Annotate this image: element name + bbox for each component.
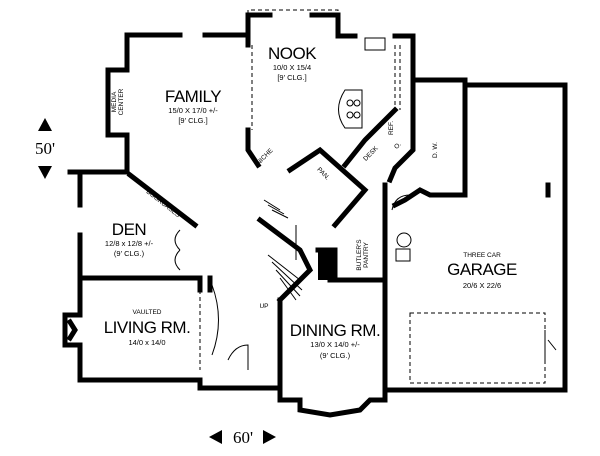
room-name: FAMILY [165,87,221,106]
butlers-pantry-label: PANTRY [363,241,370,267]
room-size: 14/0 x 14/0 [128,338,165,347]
media-center-label: MEDIA [111,91,118,112]
room-size: 13/0 X 14/0 +/- [310,340,360,349]
room-dining: DINING RM. 13/0 X 14/0 +/- (9' CLG.) [290,321,381,360]
room-name: DEN [112,220,146,239]
arrow-down-icon [38,166,52,179]
closet-door [211,284,219,356]
bookcases-label: BOOKCASES [145,188,182,219]
media-center-label: CENTER [118,88,125,115]
width-label: 60' [233,428,253,447]
butlers-pantry-label: BUTLER'S [356,239,363,271]
north-wall [124,12,358,39]
family-nook-wall [245,32,262,169]
arrow-up-icon [38,118,52,131]
fireplace [62,312,83,348]
front-door [227,344,249,370]
room-living: VAULTED LIVING RM. 14/0 x 14/0 [104,309,191,347]
dryer-washer-label: D. W. [432,142,439,158]
arrow-right-icon [263,430,276,444]
pantry-label: PAN. [315,166,330,181]
room-name: DINING RM. [290,321,380,340]
west-wall [77,169,203,383]
sink-icon [364,37,386,51]
kitchen-island [338,89,363,129]
width-dimension: 60' [209,428,276,447]
garage-walls [382,82,568,393]
room-ceiling: [9' CLG.] [277,73,306,82]
room-size: 10/0 X 15/4 [273,63,311,72]
depth-label: 50' [35,139,55,158]
cooktop-icon [346,99,361,119]
room-prefix: VAULTED [132,309,161,316]
arrow-left-icon [209,430,222,444]
room-name: GARAGE [447,260,517,279]
water-heater-icon [396,232,412,248]
room-prefix: THREE CAR [463,252,501,259]
garage-door-outline [409,312,546,384]
den-north-wall [67,157,130,175]
kitchen-counter [394,45,401,110]
dining-wall [277,277,388,418]
room-name: LIVING RM. [104,318,191,337]
room-garage: THREE CAR GARAGE 20/6 X 22/6 [447,252,517,290]
niche-label: NICHE [255,147,275,167]
room-ceiling: [9' CLG.] [178,116,207,125]
entry-wall [197,377,283,391]
room-ceiling: (9' CLG.) [114,249,145,258]
stair-up-label: UP [259,303,268,310]
nook-bay-outline [247,9,339,14]
furnace-icon [395,248,411,262]
chimney-block [318,250,333,280]
room-size: 12/8 x 12/8 +/- [105,239,154,248]
family-west-wall [105,32,130,163]
den-door [174,229,181,271]
oven-label: O. [393,141,403,151]
room-ceiling: (9' CLG.) [320,351,351,360]
garage-door-swing [391,194,411,211]
room-nook: NOOK 10/0 X 15/4 [9' CLG.] [268,44,318,82]
desk-label: DESK [362,145,380,163]
room-size: 15/0 X 17/0 +/- [168,106,218,115]
powder-wall [286,146,369,229]
room-den: DEN 12/8 x 12/8 +/- (9' CLG.) [105,220,154,258]
room-name: NOOK [268,44,317,63]
stair-wall [256,216,314,304]
room-family: FAMILY 15/0 X 17/0 +/- [9' CLG.] [165,87,222,125]
room-size: 20/6 X 22/6 [463,281,501,290]
refrigerator-label: REF. [388,121,395,135]
kitchen-east-wall [386,33,416,184]
den-door-post [197,275,213,293]
garage-door-track [544,330,557,360]
bookcase-wall [126,171,199,229]
depth-dimension: 50' [35,118,55,179]
desk-wall [341,106,399,169]
staircase [263,199,303,301]
